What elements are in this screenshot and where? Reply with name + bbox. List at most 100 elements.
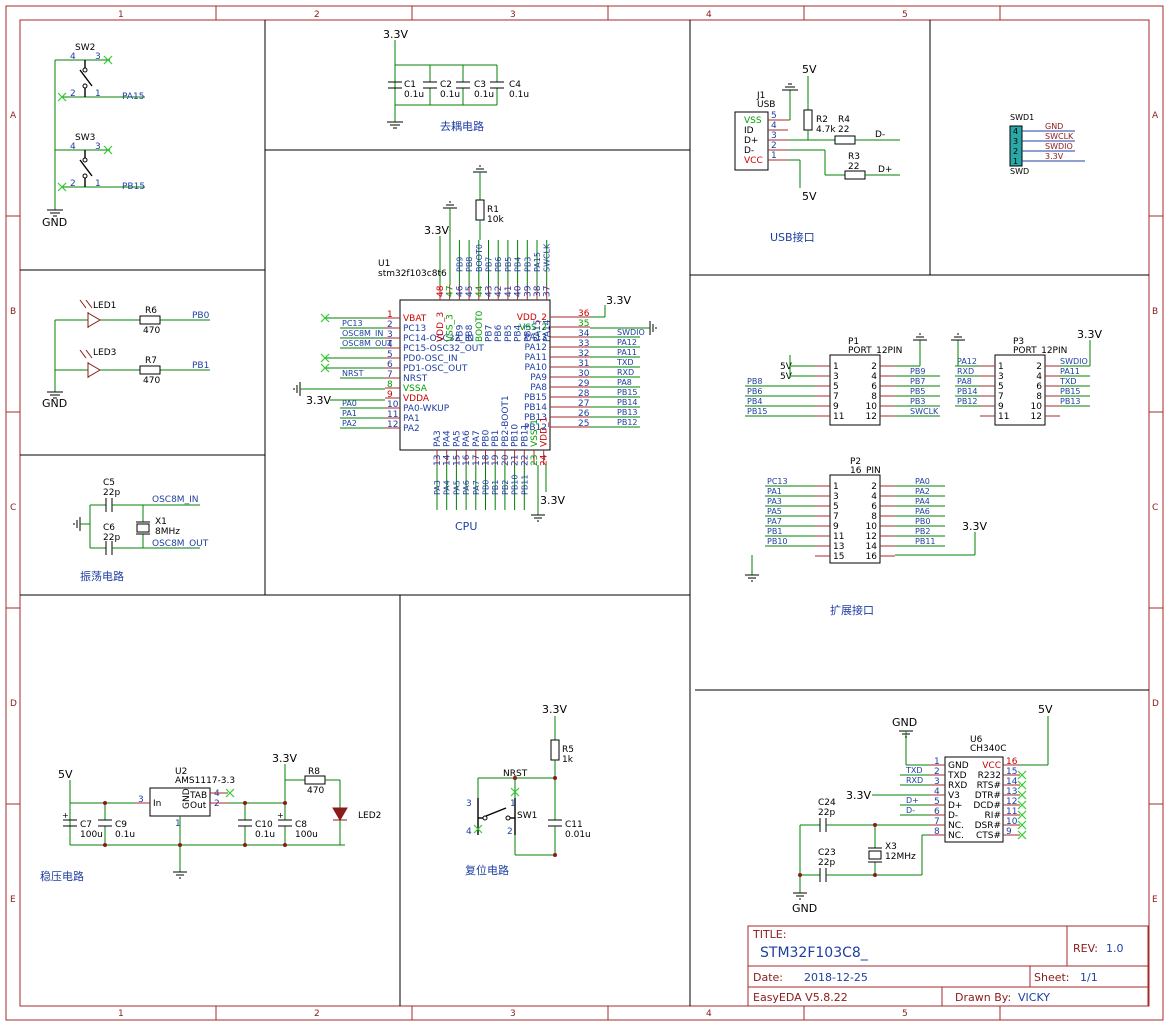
ch340-chip[interactable] — [944, 756, 1004, 843]
net-label: D- — [906, 806, 915, 815]
pin-num: 11 — [998, 412, 1009, 422]
pin-name: PB5 — [504, 325, 514, 342]
net-label: PB3 — [523, 257, 532, 272]
led3[interactable]: LED3 R7 470 PB1 — [79, 348, 209, 386]
pin-name: PD1-OSC_OUT — [403, 364, 468, 374]
pin-name: BOOT0 — [475, 310, 485, 342]
net-label: RXD — [957, 367, 974, 376]
net-label: PB0 — [192, 311, 210, 321]
led1[interactable]: LED1 R6 470 PB0 — [79, 299, 210, 336]
stm32-chip[interactable] — [399, 299, 551, 451]
cap-c3[interactable]: C30.1u — [474, 80, 494, 100]
pin-num: 5 — [833, 502, 839, 512]
pin-name: DTR# — [975, 791, 1001, 801]
header-name: PORT_12PIN — [1013, 346, 1067, 356]
pin-num: 35 — [578, 319, 589, 329]
usb-connector[interactable] — [734, 111, 769, 171]
pin-num: 5 — [934, 797, 940, 807]
net-label: OSC8M_IN — [152, 495, 198, 505]
cap-ref: C4 — [509, 80, 521, 90]
supply-label: 3.3V — [846, 789, 871, 802]
pin-num: 9 — [998, 402, 1004, 412]
pin-name: GND — [948, 761, 969, 771]
ground-icon — [782, 83, 798, 91]
pin-num: 6 — [871, 382, 877, 392]
pin-name: PA8 — [530, 383, 547, 393]
ground-icon — [531, 514, 545, 522]
pin-name: D+ — [948, 801, 962, 811]
pin-name: CTS# — [976, 831, 1001, 841]
net-label: PA1 — [342, 409, 357, 418]
row-label: D — [1152, 699, 1159, 709]
header-ref: P1 — [848, 337, 859, 347]
col-label: 1 — [118, 1009, 124, 1019]
col-label: 5 — [902, 10, 908, 20]
pin-num: 7 — [833, 512, 839, 522]
pin-num: 12 — [1006, 797, 1017, 807]
header-name: PORT_12PIN — [848, 346, 902, 356]
reset-switch-sw1[interactable]: SW1 3 1 4 2 — [466, 798, 537, 837]
sw2[interactable]: SW2 4 3 2 1 PA15 — [70, 43, 144, 102]
pin-name: VBAT — [403, 314, 427, 324]
header-p2[interactable] — [829, 474, 881, 564]
pin-num: 42 — [494, 286, 504, 297]
pin-name: PA10 — [525, 363, 548, 373]
cap-c1[interactable]: C10.1u — [404, 80, 424, 100]
cap-val: 0.1u — [115, 830, 135, 840]
pin-name: PA12 — [525, 343, 547, 353]
net-label: PB13 — [1060, 397, 1081, 406]
net-label: PB13 — [617, 408, 638, 417]
crystal-x3[interactable]: X3 12MHz — [868, 842, 916, 863]
res-val: 22 — [848, 162, 859, 172]
net-label: PB1 — [767, 527, 782, 536]
cap-ref: C7 — [80, 820, 92, 830]
res-ref: R4 — [838, 115, 850, 125]
pin-num: 1 — [175, 819, 181, 829]
pin-num: 1 — [510, 799, 516, 809]
pin-num: 32 — [578, 349, 589, 359]
net-label: TXD — [905, 766, 923, 775]
net-label: GND — [1045, 122, 1063, 131]
cap-c2[interactable]: C20.1u — [440, 80, 460, 100]
pin-name: VDD_3 — [436, 312, 446, 342]
pin-name: PA11 — [525, 353, 547, 363]
cap-c4[interactable]: C40.1u — [509, 80, 529, 100]
pin-num: 44 — [475, 285, 485, 297]
header-ref: P2 — [850, 457, 861, 467]
net-label: PB11 — [520, 475, 529, 496]
sw3[interactable]: SW3 4 3 2 1 PB15 — [70, 133, 145, 192]
header-p1[interactable] — [829, 354, 881, 426]
mcu-part: stm32f103c8t6 — [378, 269, 447, 279]
led-ref: LED3 — [93, 348, 116, 358]
net-label: PA6 — [462, 480, 471, 495]
res-val: 470 — [307, 786, 324, 796]
rev-label: REV: — [1073, 942, 1098, 955]
net-label: PB12 — [957, 397, 978, 406]
pin-num: 29 — [578, 379, 590, 389]
cap-ref: C6 — [103, 523, 115, 533]
pin-num: 8 — [1036, 392, 1042, 402]
pin-num: 3 — [771, 131, 777, 141]
drawn-label: Drawn By: — [955, 991, 1011, 1004]
pin-name: PB6 — [494, 324, 504, 342]
cap-ref: C11 — [565, 820, 583, 830]
pin-num: 1 — [833, 482, 839, 492]
net-label: OSC8M_OUT — [152, 539, 209, 549]
pin-num: 10 — [866, 402, 878, 412]
res-ref: R3 — [848, 152, 860, 162]
crystal-x1[interactable]: X1 8MHz — [136, 517, 180, 537]
net-label: PA12 — [957, 357, 977, 366]
reset-section: 3.3V R5 1k NRST C11 0.01u SW1 3 1 4 2 — [466, 703, 591, 857]
net-label: TXD — [616, 358, 634, 367]
header-p3[interactable] — [994, 354, 1046, 426]
net-label: SWDIO — [617, 328, 645, 337]
net-label: PB4 — [514, 257, 523, 272]
cap-val: 100u — [80, 830, 103, 840]
swd-header[interactable] — [1009, 125, 1023, 167]
net-label: PA0 — [915, 477, 930, 486]
col-label: 4 — [706, 1009, 712, 1019]
pin-name: VCC — [744, 156, 763, 166]
pin-name: VSS_1 — [530, 419, 540, 447]
